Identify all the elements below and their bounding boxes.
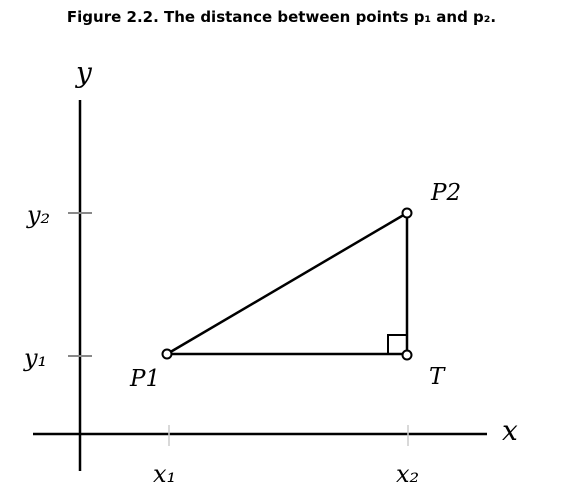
point-p1 — [161, 348, 173, 360]
y2-tick-label: y₂ — [26, 201, 50, 229]
x2-tick-label: x₂ — [396, 460, 419, 488]
x1-tick-label: x₁ — [153, 460, 176, 488]
figure-title: Figure 2.2. The distance between points … — [66, 8, 497, 26]
p2-label: P2 — [430, 180, 461, 206]
t-label: T — [429, 364, 446, 390]
point-t — [401, 349, 413, 361]
y-axis-label: y — [74, 56, 93, 89]
right-angle-marker — [387, 334, 407, 354]
hypotenuse-p1-p2 — [166, 211, 408, 356]
point-p2 — [401, 207, 413, 219]
y1-tick-label: y₁ — [23, 344, 47, 372]
x-axis-label: x — [502, 414, 518, 447]
p1-label: P1 — [129, 366, 160, 392]
